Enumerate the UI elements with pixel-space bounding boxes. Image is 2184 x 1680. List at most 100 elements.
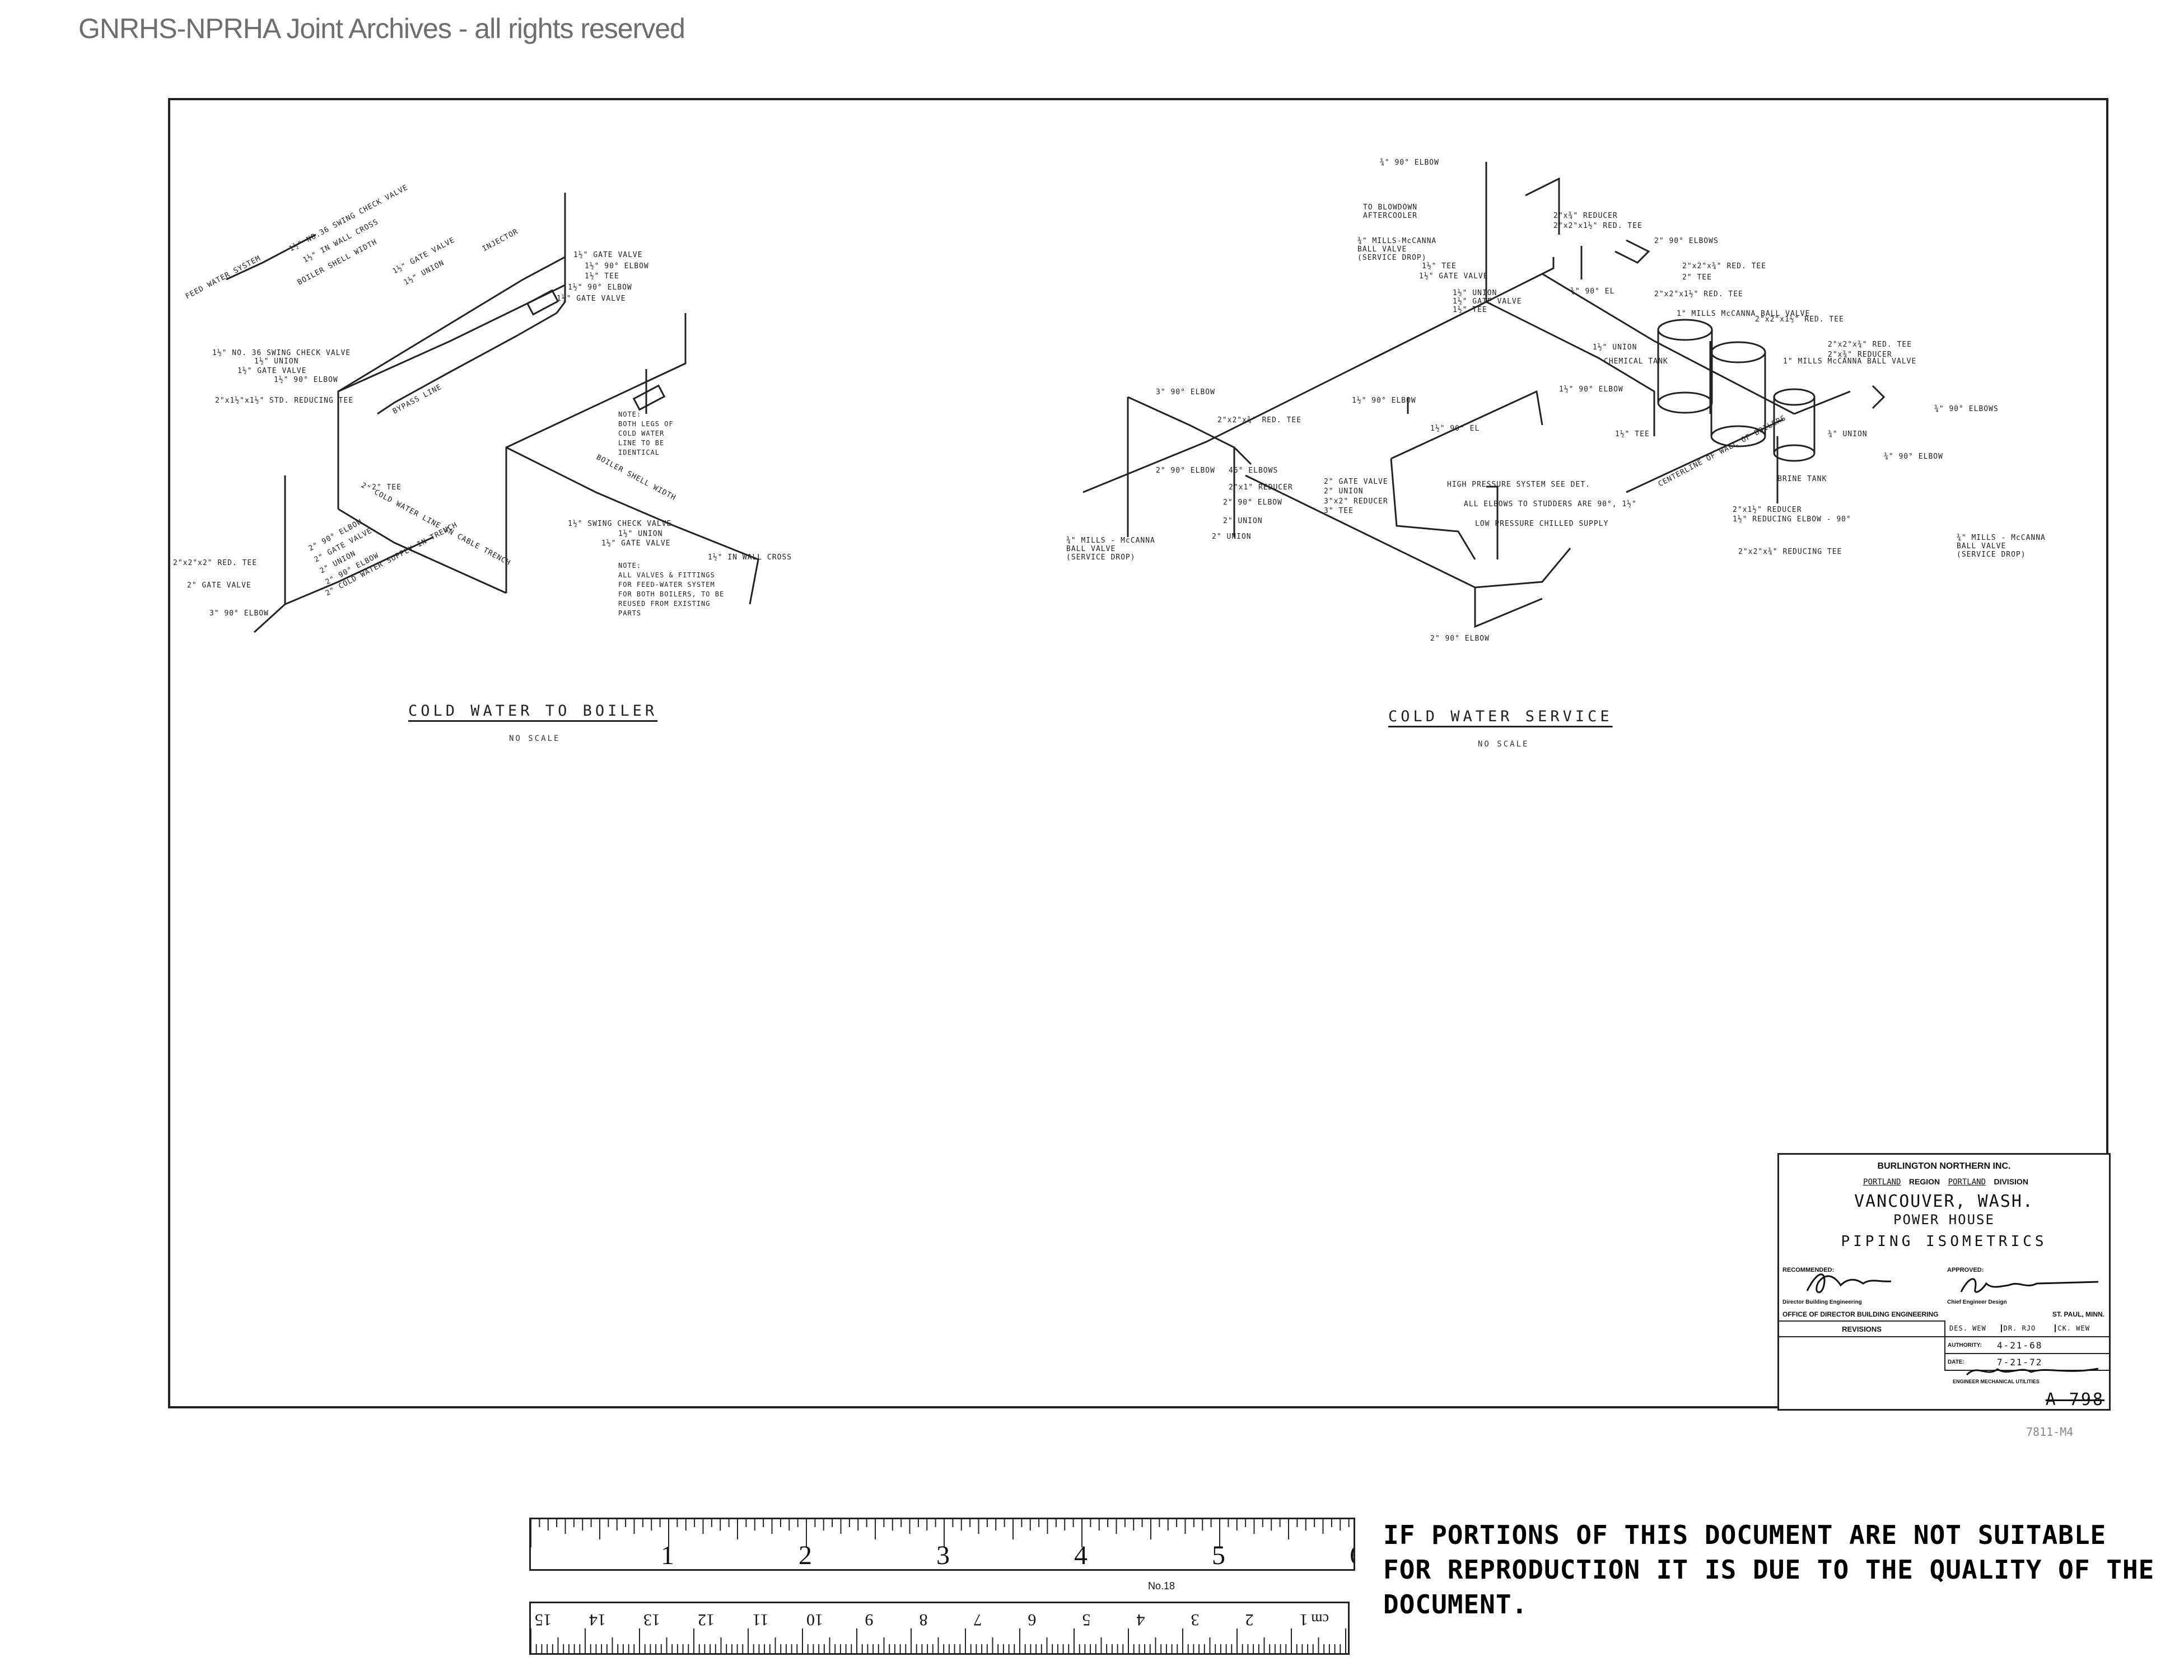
cm-unit-label: cm bbox=[1311, 1611, 1329, 1627]
svg-text:NOTE:: NOTE: bbox=[618, 562, 641, 570]
company-name: BURLINGTON NORTHERN INC. bbox=[1877, 1161, 2011, 1171]
svg-text:BALL VALVE: BALL VALVE bbox=[1066, 545, 1116, 553]
svg-text:FOR FEED-WATER SYSTEM: FOR FEED-WATER SYSTEM bbox=[618, 581, 715, 589]
svg-text:2" UNION: 2" UNION bbox=[1212, 533, 1252, 541]
svg-text:3"x2" REDUCER: 3"x2" REDUCER bbox=[1324, 497, 1388, 506]
svg-text:2"x2"x2" RED. TEE: 2"x2"x2" RED. TEE bbox=[173, 559, 257, 567]
svg-text:2"x2"x¾" RED. TEE: 2"x2"x¾" RED. TEE bbox=[1217, 416, 1301, 424]
approval-grid: DES. WEW DR. RJO CK. WEW AUTHORITY: 4-21… bbox=[1944, 1320, 2109, 1371]
region-line: PORTLAND REGION PORTLAND DIVISION bbox=[1779, 1177, 2109, 1187]
recommended-signature bbox=[1806, 1273, 1892, 1293]
cm-number: 9 bbox=[865, 1611, 874, 1629]
svg-text:¾" MILLS - McCANNA: ¾" MILLS - McCANNA bbox=[1066, 536, 1155, 545]
drafter: DR. RJO bbox=[2002, 1324, 2056, 1332]
svg-text:1½" NO.36 SWING CHECK VALVE: 1½" NO.36 SWING CHECK VALVE bbox=[288, 183, 409, 253]
inch-number: 3 bbox=[936, 1541, 950, 1569]
authority-row: AUTHORITY: 4-21-68 bbox=[1945, 1337, 2109, 1354]
svg-text:¾" 90° EL: ¾" 90° EL bbox=[1570, 287, 1614, 296]
cm-number: 1 bbox=[1300, 1611, 1308, 1629]
inch-number: 4 bbox=[1074, 1541, 1088, 1569]
inch-number: 5 bbox=[1212, 1541, 1225, 1569]
svg-text:1½" UNION: 1½" UNION bbox=[1593, 343, 1637, 352]
svg-text:NOTE:: NOTE: bbox=[618, 410, 641, 418]
svg-text:1½" NO. 36 SWING CHECK VALVE: 1½" NO. 36 SWING CHECK VALVE bbox=[212, 349, 351, 357]
project-location: VANCOUVER, WASH. bbox=[1854, 1192, 2034, 1211]
title-block: BURLINGTON NORTHERN INC. PORTLAND REGION… bbox=[1777, 1153, 2111, 1411]
cm-number: 13 bbox=[643, 1611, 660, 1629]
svg-text:FEED WATER SYSTEM: FEED WATER SYSTEM bbox=[184, 254, 263, 301]
left-scale-note: NO SCALE bbox=[509, 734, 561, 743]
svg-text:1½" 90° ELBOW: 1½" 90° ELBOW bbox=[1559, 385, 1623, 394]
svg-text:2" TEE: 2" TEE bbox=[372, 483, 402, 492]
svg-text:1½" UNION: 1½" UNION bbox=[1453, 289, 1497, 297]
isometric-drawings: FEED WATER SYSTEM 1½" NO.36 SWING CHECK … bbox=[173, 158, 2046, 643]
svg-text:1½" GATE VALVE: 1½" GATE VALVE bbox=[601, 539, 671, 548]
svg-text:1½" TEE: 1½" TEE bbox=[585, 272, 619, 281]
left-drawing-caption: COLD WATER TO BOILER bbox=[408, 702, 658, 720]
svg-text:2"x1½"x1½" STD. REDUCING TEE: 2"x1½"x1½" STD. REDUCING TEE bbox=[215, 396, 353, 405]
svg-text:HIGH PRESSURE SYSTEM SEE DET.: HIGH PRESSURE SYSTEM SEE DET. bbox=[1447, 480, 1590, 489]
svg-text:1" MILLS McCANNA BALL VALVE: 1" MILLS McCANNA BALL VALVE bbox=[1783, 357, 1916, 366]
date-label: DATE: bbox=[1948, 1359, 1964, 1365]
project-name: POWER HOUSE bbox=[1893, 1212, 1995, 1228]
engineer-signature bbox=[1966, 1368, 2099, 1376]
cm-number: 7 bbox=[974, 1611, 982, 1629]
recommended-role: Director Building Engineering bbox=[1782, 1299, 1862, 1305]
svg-text:2"x2"x¾" RED. TEE: 2"x2"x¾" RED. TEE bbox=[1828, 340, 1912, 349]
svg-text:¾" 90° ELBOW: ¾" 90° ELBOW bbox=[1380, 158, 1439, 167]
svg-text:45° ELBOWS: 45° ELBOWS bbox=[1229, 466, 1278, 475]
svg-text:BALL VALVE: BALL VALVE bbox=[1957, 542, 2006, 550]
svg-text:CENTERLINE OF WALL OF BOILERS: CENTERLINE OF WALL OF BOILERS bbox=[1657, 414, 1788, 488]
drawing-title: PIPING ISOMETRICS bbox=[1841, 1233, 2047, 1250]
svg-text:2" COLD WATER LINE IN CABLE TR: 2" COLD WATER LINE IN CABLE TRENCH bbox=[360, 481, 512, 567]
cm-number: 12 bbox=[698, 1611, 715, 1629]
inch-number: 2 bbox=[799, 1541, 812, 1569]
svg-text:PARTS: PARTS bbox=[618, 609, 641, 617]
date-value: 7-21-72 bbox=[1997, 1356, 2043, 1368]
svg-text:1½" UNION: 1½" UNION bbox=[254, 357, 298, 366]
svg-text:2"x2"x¾" RED. TEE: 2"x2"x¾" RED. TEE bbox=[1682, 262, 1766, 270]
cm-number: 2 bbox=[1245, 1611, 1254, 1629]
svg-text:(SERVICE DROP): (SERVICE DROP) bbox=[1957, 550, 2026, 559]
inch-number: 6 bbox=[1350, 1541, 1354, 1569]
drafting-row: DES. WEW DR. RJO CK. WEW bbox=[1945, 1320, 2109, 1337]
division-value: PORTLAND bbox=[1948, 1178, 1986, 1187]
svg-text:2"x¾" REDUCER: 2"x¾" REDUCER bbox=[1828, 351, 1892, 359]
svg-text:¾" 90° ELBOW: ¾" 90° ELBOW bbox=[1884, 452, 1943, 461]
svg-text:INJECTOR: INJECTOR bbox=[481, 227, 520, 253]
svg-text:ALL VALVES & FITTINGS: ALL VALVES & FITTINGS bbox=[618, 571, 715, 579]
office-city: ST. PAUL, MINN. bbox=[2052, 1310, 2104, 1318]
recommended-label: RECOMMENDED: bbox=[1782, 1267, 1835, 1273]
svg-text:¾" MILLS - McCANNA: ¾" MILLS - McCANNA bbox=[1957, 534, 2046, 542]
svg-text:CHEMICAL TANK: CHEMICAL TANK bbox=[1604, 357, 1668, 366]
svg-text:LOW PRESSURE CHILLED SUPPLY: LOW PRESSURE CHILLED SUPPLY bbox=[1475, 520, 1608, 528]
checker: CK. WEW bbox=[2057, 1324, 2090, 1332]
approved-label: APPROVED: bbox=[1947, 1267, 1984, 1273]
drawing-sheet: FEED WATER SYSTEM 1½" NO.36 SWING CHECK … bbox=[168, 98, 2111, 1411]
svg-text:2"x2"x1½" RED. TEE: 2"x2"x1½" RED. TEE bbox=[1755, 315, 1844, 324]
svg-text:2" 90° ELBOW: 2" 90° ELBOW bbox=[1156, 466, 1215, 475]
svg-text:¾" UNION: ¾" UNION bbox=[1828, 430, 1868, 438]
svg-text:1½" IN WALL CROSS: 1½" IN WALL CROSS bbox=[708, 553, 792, 562]
svg-text:(SERVICE DROP): (SERVICE DROP) bbox=[1066, 553, 1136, 562]
svg-text:3" TEE: 3" TEE bbox=[1324, 507, 1354, 515]
svg-text:1½" GATE VALVE: 1½" GATE VALVE bbox=[1419, 272, 1488, 281]
region-label: REGION bbox=[1908, 1177, 1940, 1186]
right-drawing-caption: COLD WATER SERVICE bbox=[1388, 708, 1613, 725]
svg-text:3" 90° ELBOW: 3" 90° ELBOW bbox=[209, 609, 269, 618]
sheet-reference-number: 7811-M4 bbox=[2026, 1425, 2074, 1439]
svg-text:1½" REDUCING ELBOW - 90°: 1½" REDUCING ELBOW - 90° bbox=[1733, 515, 1851, 524]
svg-text:2"x2"x1½" RED. TEE: 2"x2"x1½" RED. TEE bbox=[1654, 290, 1743, 298]
svg-text:1½" 90° ELBOW: 1½" 90° ELBOW bbox=[274, 376, 338, 384]
authority-label: AUTHORITY: bbox=[1948, 1342, 1982, 1348]
division-label: DIVISION bbox=[1994, 1177, 2028, 1186]
revisions-header: REVISIONS bbox=[1779, 1320, 1944, 1337]
svg-text:2"x¾" REDUCER: 2"x¾" REDUCER bbox=[1553, 212, 1618, 220]
svg-text:2" GATE VALVE: 2" GATE VALVE bbox=[187, 581, 251, 590]
right-scale-note: NO SCALE bbox=[1478, 740, 1529, 749]
authority-value: 4-21-68 bbox=[1997, 1340, 2043, 1351]
svg-text:1½" TEE: 1½" TEE bbox=[1453, 306, 1487, 314]
svg-text:LINE TO BE: LINE TO BE bbox=[618, 439, 664, 447]
svg-text:1½" GATE VALVE: 1½" GATE VALVE bbox=[1453, 297, 1522, 306]
